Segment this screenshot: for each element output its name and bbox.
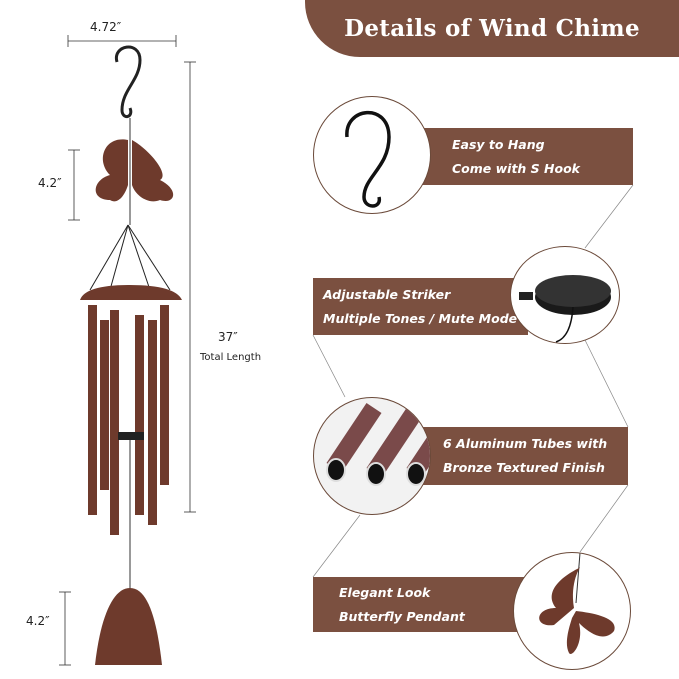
striker-detail-circle: [510, 246, 620, 344]
butterfly-pendant-icon: [95, 139, 174, 202]
striker-icon: [519, 275, 611, 343]
width-dimension: 4.72″: [90, 20, 122, 34]
bell-pendant: [95, 588, 162, 665]
tubes-icon: [326, 403, 430, 486]
striker: [118, 432, 144, 440]
feature-box-butterfly: Elegant Look Butterfly Pendant: [313, 577, 533, 632]
feature-box-tubes: 6 Aluminum Tubes with Bronze Textured Fi…: [415, 427, 628, 485]
strings: [89, 224, 171, 291]
connector-lines: [312, 184, 634, 578]
title-banner: Details of Wind Chime: [305, 0, 679, 57]
s-hook-icon: [114, 45, 142, 118]
feature-line: Come with S Hook: [452, 160, 580, 176]
butterfly-detail-circle: [513, 552, 631, 670]
feature-line: Bronze Textured Finish: [443, 460, 605, 475]
total-length-dimension: 37″: [218, 330, 238, 344]
feature-line: Butterfly Pendant: [339, 608, 465, 624]
page-title: Details of Wind Chime: [344, 15, 640, 42]
feature-line: Elegant Look: [339, 584, 431, 600]
dimension-lines: [59, 35, 196, 666]
butterfly-height-dimension: 4.2″: [38, 176, 62, 190]
chime-top: [80, 285, 182, 300]
feature-line: 6 Aluminum Tubes with: [443, 436, 608, 451]
feature-line: Adjustable Striker: [323, 286, 451, 302]
bell-height-dimension: 4.2″: [26, 614, 50, 628]
feature-box-hook: Easy to Hang Come with S Hook: [410, 128, 633, 185]
tubes: [88, 305, 169, 535]
butterfly-icon: [539, 553, 615, 654]
tubes-detail-circle: [313, 397, 431, 515]
feature-box-striker: Adjustable Striker Multiple Tones / Mute…: [313, 278, 528, 335]
feature-line: Easy to Hang: [452, 136, 545, 152]
total-length-label: Total Length: [200, 352, 262, 363]
s-hook-detail-circle: [313, 96, 431, 214]
s-hook-icon: [345, 110, 391, 208]
feature-line: Multiple Tones / Mute Mode: [323, 310, 518, 326]
